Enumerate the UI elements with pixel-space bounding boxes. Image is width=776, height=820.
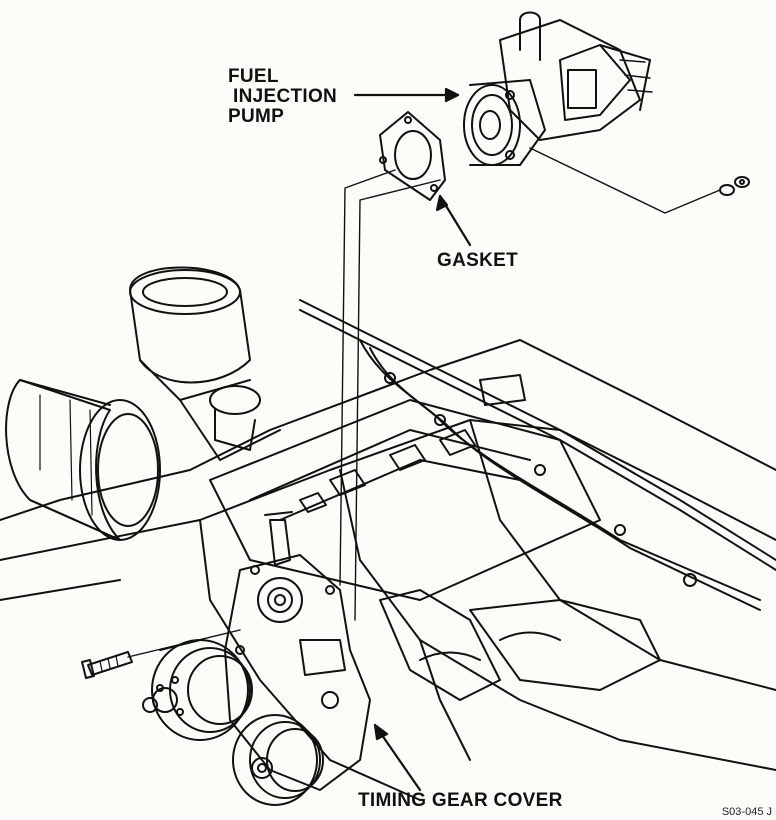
fuel-lines (299, 299, 776, 611)
lower-pulley (232, 714, 324, 806)
figure-id: S03-045 J (721, 806, 772, 818)
timing-gear-cover-label: TIMING GEAR COVER (358, 790, 563, 811)
leader-arrows (353, 87, 472, 792)
gasket (379, 111, 446, 201)
pump-label-line1: FUEL (228, 66, 279, 87)
gasket-label: GASKET (437, 250, 518, 271)
pump-label-line2: INJECTION (233, 86, 338, 107)
assembly-guide-lines (127, 147, 721, 658)
engine-block (0, 339, 776, 801)
mounting-bolt (81, 651, 133, 679)
upper-pulley (142, 639, 253, 741)
pump-label-line3: PUMP (228, 106, 285, 127)
air-intake (5, 266, 281, 541)
timing-gear-cover (224, 511, 371, 791)
fuel-injection-pump (463, 11, 653, 166)
nuts (719, 176, 750, 196)
